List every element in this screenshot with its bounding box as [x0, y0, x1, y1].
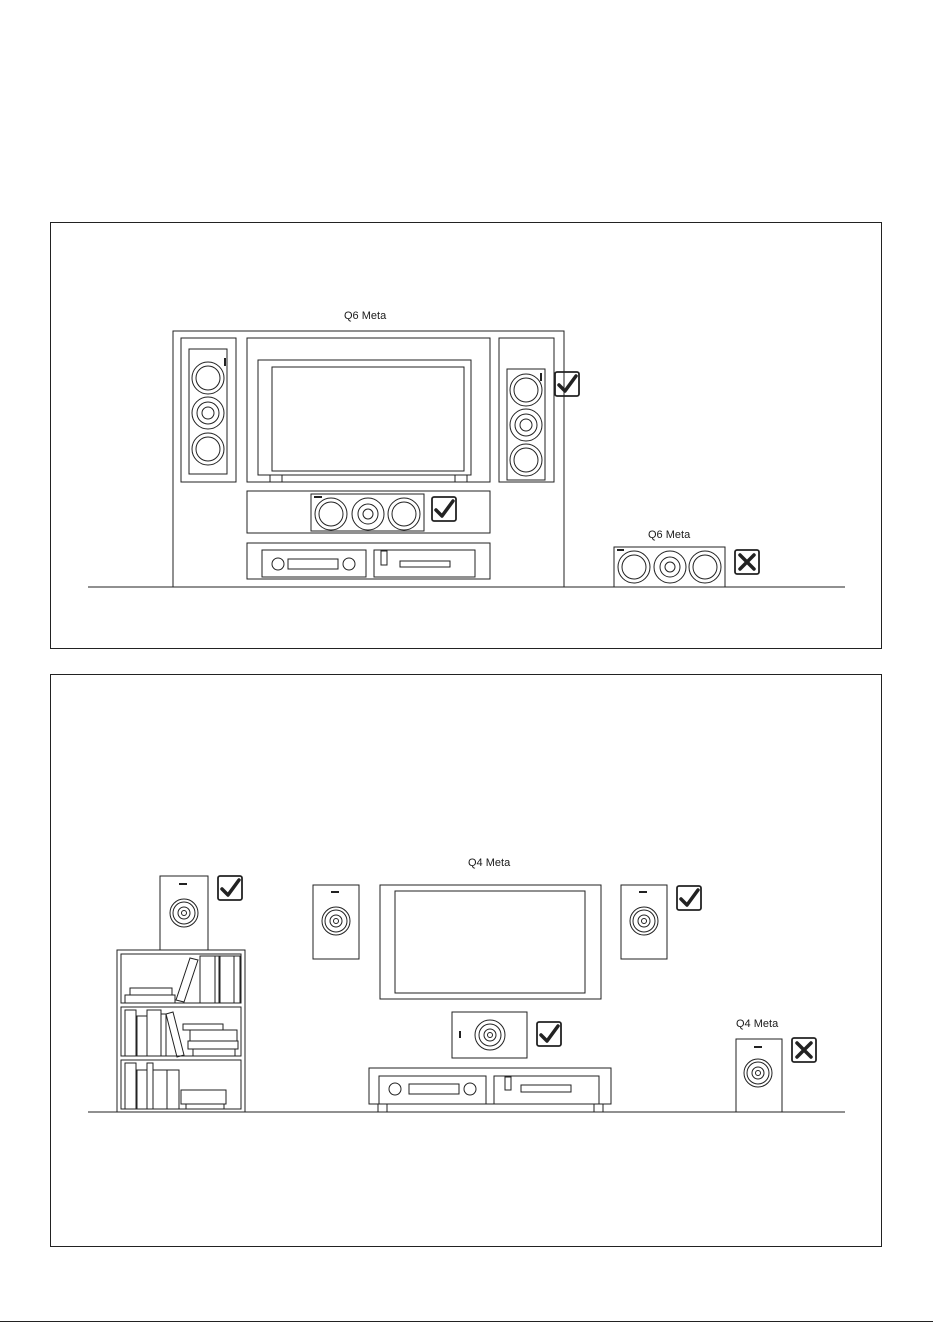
center-speaker — [452, 1012, 527, 1058]
right-tower-speaker — [499, 338, 554, 482]
bookshelf — [117, 950, 245, 1112]
check-mark-icon — [218, 876, 242, 900]
left-wall-speaker — [313, 885, 359, 959]
cross-mark-icon — [735, 550, 759, 574]
left-tower-speaker — [181, 338, 236, 482]
bookshelf-speaker — [160, 876, 208, 950]
alt-center-speaker-on-floor — [614, 547, 725, 587]
alt-speaker-on-floor — [736, 1039, 782, 1112]
check-mark-icon — [677, 886, 701, 910]
tv-screen — [380, 885, 601, 999]
check-mark-icon — [432, 497, 456, 521]
check-mark-icon — [537, 1022, 561, 1046]
right-wall-speaker — [621, 885, 667, 959]
av-receiver — [247, 543, 490, 579]
q4-scene — [88, 876, 845, 1112]
tv-screen — [247, 338, 490, 482]
page-bottom-rule — [0, 1321, 933, 1322]
cross-mark-icon — [792, 1038, 816, 1062]
q6-scene — [88, 331, 845, 587]
av-receiver — [369, 1068, 611, 1112]
check-mark-icon — [555, 372, 579, 396]
wall-unit — [173, 331, 564, 587]
